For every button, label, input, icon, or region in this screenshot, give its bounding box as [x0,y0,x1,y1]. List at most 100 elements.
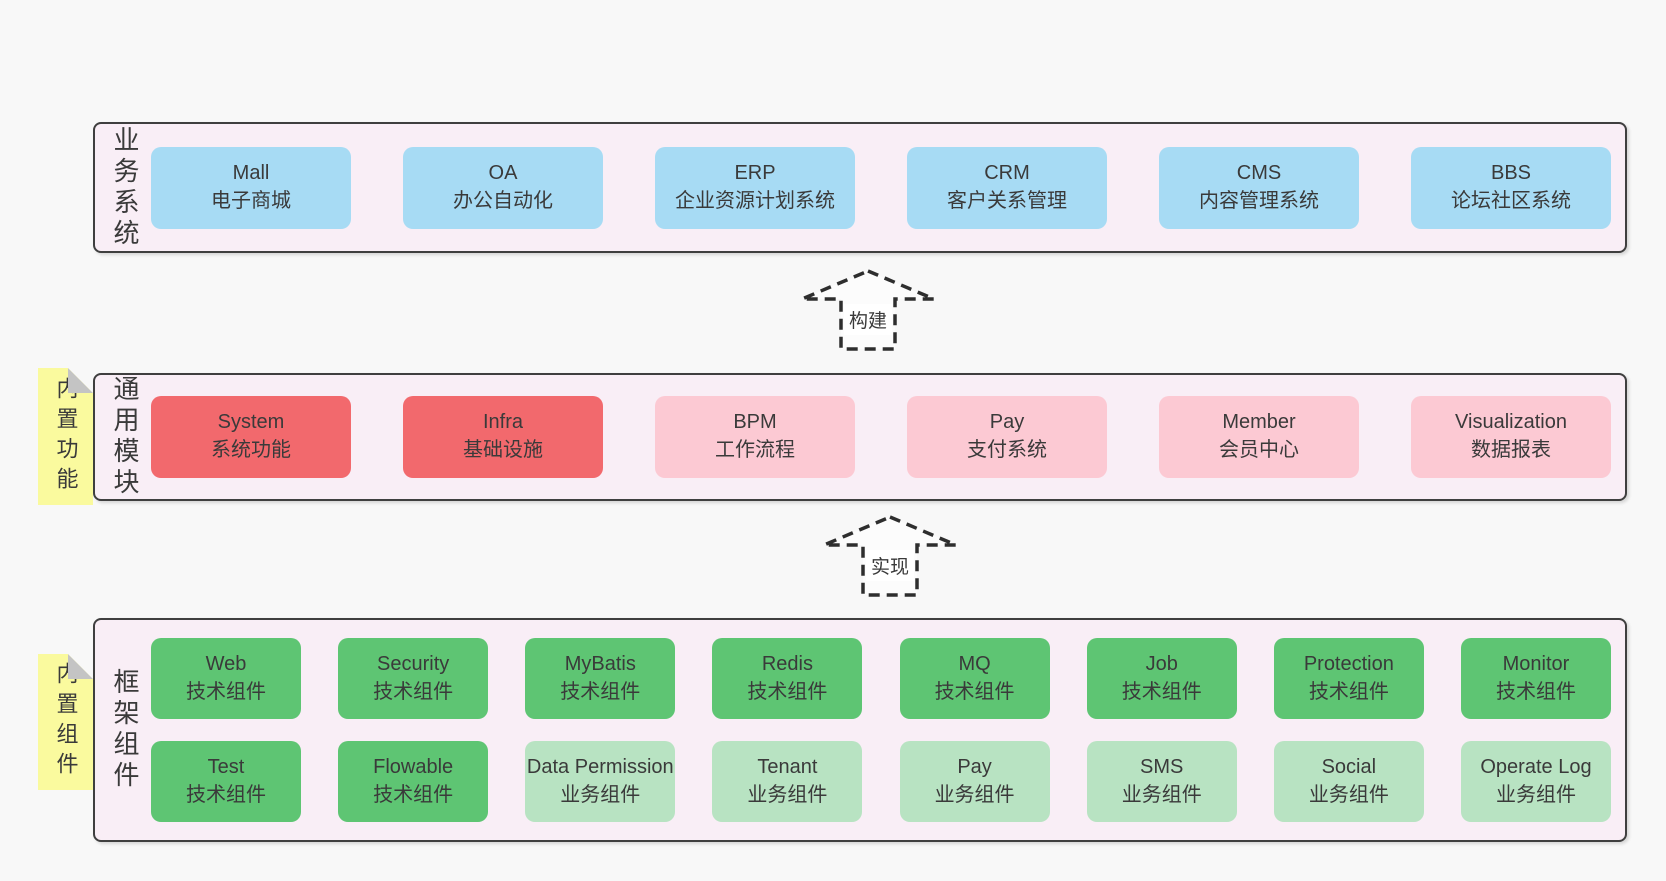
module-name: BBS [1490,161,1532,184]
module-description: 技术组件 [934,680,1015,703]
module-name: Social [1321,755,1377,778]
module-name: Protection [1303,652,1394,675]
module-box-protection: Protection 技术组件 [1273,638,1424,719]
module-description: 支付系统 [967,439,1047,461]
module-name: Member [1222,411,1296,434]
sticky-note-built-in-features: 内置功能 [38,368,93,505]
module-box-oa: OA 办公自动化 [403,146,603,229]
module-box-mall: Mall 电子商城 [151,146,351,229]
sticky-note-label: 内置功能 [53,376,79,497]
module-name: Pay [989,411,1025,434]
module-name: Web [205,652,247,675]
module-description: 基础设施 [463,439,543,461]
module-box-monitor: Monitor 技术组件 [1460,638,1611,719]
module-description: 办公自动化 [453,189,553,212]
module-description: 技术组件 [1308,680,1389,703]
module-name: Data Permission [526,755,674,778]
build-arrow-label: 构建 [843,304,893,335]
module-name: Monitor [1502,652,1570,675]
module-box-system: System 系统功能 [151,396,351,478]
module-name: Test [207,755,245,778]
module-name: CMS [1236,161,1282,184]
module-box-cms: CMS 内容管理系统 [1159,146,1359,229]
module-description: 内容管理系统 [1199,189,1319,212]
module-name: Job [1145,652,1178,675]
module-box-job: Job 技术组件 [1086,638,1237,719]
module-description: 系统功能 [211,439,291,461]
box-row: Mall 电子商城 OA 办公自动化 ERP 企业资源计划系统 CRM 客户关系管理 CMS 内容… [151,146,1611,229]
module-description: 业务组件 [560,783,641,806]
band-side-label-framework-components: 框架组件 [110,668,140,792]
module-description: 数据报表 [1471,439,1551,461]
module-box-operate-log: Operate Log 业务组件 [1460,741,1611,822]
implement-arrow-label: 实现 [865,550,915,581]
module-description: 会员中心 [1219,439,1299,461]
module-name: CRM [984,161,1030,184]
band-side-label-business-systems: 业务系统 [110,125,140,250]
module-box-tenant: Tenant 业务组件 [712,741,863,822]
module-description: 论坛社区系统 [1451,189,1571,212]
module-box-redis: Redis 技术组件 [712,638,863,719]
module-description: 工作流程 [715,439,795,461]
module-box-pay: Pay 业务组件 [899,741,1050,822]
module-name: System [217,411,285,434]
module-name: MyBatis [564,652,636,675]
module-box-pay: Pay 支付系统 [907,396,1107,478]
module-name: Visualization [1455,411,1567,434]
module-description: 业务组件 [747,783,828,806]
module-description: 企业资源计划系统 [675,189,835,212]
module-description: 技术组件 [186,783,266,806]
module-name: Flowable [373,755,454,778]
module-description: 技术组件 [1495,680,1576,703]
module-box-erp: ERP 企业资源计划系统 [655,146,855,229]
module-box-data-permission: Data Permission 业务组件 [525,741,676,822]
module-box-web: Web 技术组件 [151,638,301,719]
band-boxes-business-systems: Mall 电子商城 OA 办公自动化 ERP 企业资源计划系统 CRM 客户关系管理 CMS 内容… [151,146,1611,229]
module-box-mybatis: MyBatis 技术组件 [525,638,676,719]
module-name: OA [488,161,518,184]
module-description: 技术组件 [1121,680,1202,703]
module-box-flowable: Flowable 技术组件 [338,741,489,822]
module-name: Security [377,652,450,675]
band-side-label-common-modules: 通用模块 [110,375,140,499]
module-name: BPM [733,411,777,434]
module-name: SMS [1140,755,1184,778]
module-box-test: Test 技术组件 [151,741,301,822]
band-business-systems: 业务系统 Mall 电子商城 OA 办公自动化 ERP 企业资源计划系统 CRM 客户关系管理… [93,122,1627,253]
module-description: 电子商城 [211,189,291,212]
module-description: 技术组件 [373,783,454,806]
module-description: 客户关系管理 [947,189,1067,212]
module-name: Operate Log [1480,755,1592,778]
module-description: 技术组件 [560,680,641,703]
sticky-note-built-in-components: 内置组件 [38,654,93,790]
sticky-note-label: 内置组件 [53,662,79,782]
module-name: Mall [232,161,270,184]
module-description: 技术组件 [186,680,266,703]
module-description: 业务组件 [934,783,1015,806]
module-description: 业务组件 [1495,783,1576,806]
module-box-member: Member 会员中心 [1159,396,1359,478]
module-name: ERP [734,161,776,184]
module-description: 技术组件 [373,680,454,703]
module-box-crm: CRM 客户关系管理 [907,146,1107,229]
module-box-visualization: Visualization 数据报表 [1411,396,1611,478]
module-box-sms: SMS 业务组件 [1086,741,1237,822]
module-description: 业务组件 [1121,783,1202,806]
build-arrow: 构建 [798,268,938,352]
module-name: Redis [761,652,813,675]
module-name: Pay [957,755,992,778]
module-name: Tenant [757,755,818,778]
module-description: 技术组件 [747,680,828,703]
module-box-bpm: BPM 工作流程 [655,396,855,478]
